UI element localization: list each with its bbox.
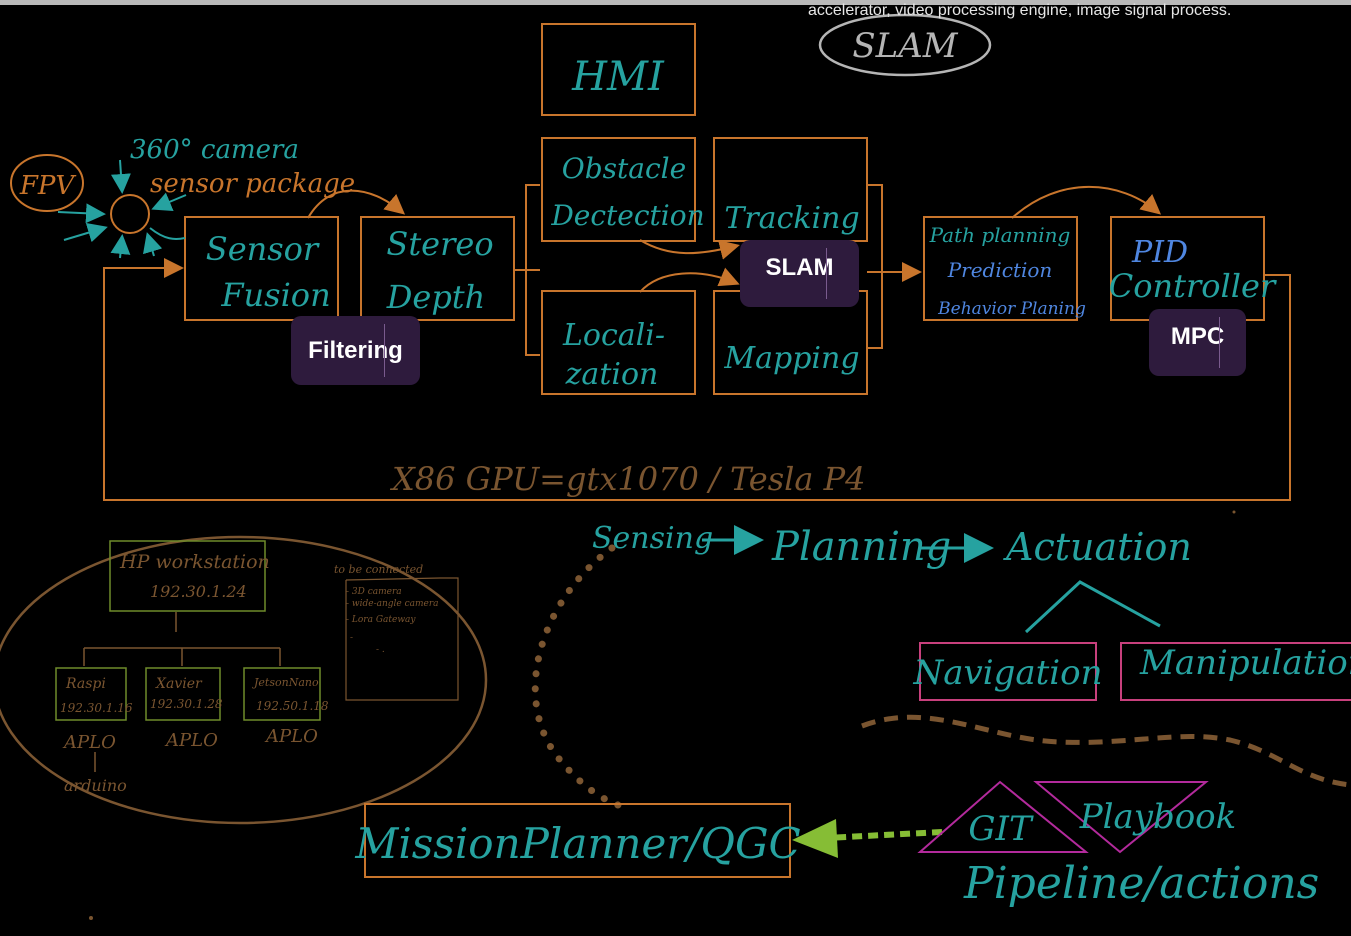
caption-text: accelerator, video processing engine, im… xyxy=(808,2,1232,19)
node-box-raspi xyxy=(55,667,127,721)
obstacle-label-1: Obstacle xyxy=(562,152,686,185)
fpv-label: FPV xyxy=(19,171,77,201)
sensor-fusion-box xyxy=(184,216,339,321)
controller-label: Controller xyxy=(1109,267,1277,305)
navigation-label: Navigation xyxy=(912,653,1102,693)
actuation-branch xyxy=(1024,580,1161,634)
dotted-arc xyxy=(531,544,622,809)
network-ellipse xyxy=(0,535,488,825)
prediction-label: Prediction xyxy=(947,258,1053,282)
path-planning-box xyxy=(923,216,1078,321)
actuation-label: Actuation xyxy=(1003,525,1192,569)
todo-item-3: - Lora Gateway xyxy=(346,615,416,625)
stereo-depth-box xyxy=(360,216,515,321)
node-ip-xavier: 192.30.1.28 xyxy=(150,697,223,711)
camera-node xyxy=(110,194,150,234)
slam-label: SLAM xyxy=(740,240,859,307)
mpc-label-text: MPC xyxy=(1170,323,1225,350)
todo-box xyxy=(345,577,459,701)
stray-dot xyxy=(89,916,93,920)
localization-box xyxy=(541,290,696,395)
pid-label: PID xyxy=(1131,235,1188,270)
hmi-box xyxy=(541,23,696,116)
network-tree xyxy=(83,612,281,772)
behavior-planning-label: Behavior Planing xyxy=(937,299,1086,319)
node-ip-raspi: 192.30.1.16 xyxy=(60,701,133,715)
hmi-label: HMI xyxy=(571,54,665,100)
manipulation-label: Manipulation xyxy=(1139,643,1351,683)
perception-bracket xyxy=(525,184,540,356)
workstation-ip: 192.30.1.24 xyxy=(150,582,247,601)
stereo-depth-label-1: Stereo xyxy=(386,225,493,263)
obstacle-label-2: Dectection xyxy=(550,199,704,232)
localization-label-2: zation xyxy=(565,357,659,392)
slam-bubble-text: SLAM xyxy=(852,26,958,66)
sensor-fusion-label-1: Sensor xyxy=(206,230,320,268)
sensor-package-note: sensor package xyxy=(150,169,355,199)
sensor-fusion-label-2: Fusion xyxy=(220,276,330,314)
slam-bracket xyxy=(867,184,883,349)
git-label: GIT xyxy=(968,809,1034,849)
todo-title: to be connected xyxy=(334,563,423,576)
todo-item-2: - wide-angle camera xyxy=(346,599,439,609)
manipulation-box xyxy=(1120,642,1351,701)
playbook-label: Playbook xyxy=(1079,797,1237,837)
node-os-jetson: APLO xyxy=(264,726,318,747)
navigation-box xyxy=(919,642,1097,701)
filtering-label-text: Filtering xyxy=(308,336,403,364)
workstation-label: HP workstation xyxy=(119,551,270,573)
node-box-xavier xyxy=(145,667,221,721)
tracking-label: Tracking xyxy=(724,201,859,236)
node-sub-raspi: arduino xyxy=(64,776,127,795)
git-to-mission-arrow xyxy=(825,829,943,841)
playbook-triangle xyxy=(1033,781,1209,854)
mission-planner-box xyxy=(364,803,791,878)
dashed-wave xyxy=(861,714,1351,788)
mpc-label: MPC xyxy=(1149,309,1246,376)
obstacle-to-tracking-arrow xyxy=(639,239,740,260)
filtering-label: Filtering xyxy=(291,316,420,385)
mission-planner-label: MissionPlanner/QGC xyxy=(354,819,800,868)
node-name-xavier: Xavier xyxy=(155,676,203,692)
node-ip-jetson: 192.50.1.18 xyxy=(256,699,329,713)
obstacle-detection-box xyxy=(541,137,696,242)
feedback-loop-line xyxy=(103,258,1291,501)
git-triangle xyxy=(917,780,1089,853)
fusion-to-stereo-arrow xyxy=(307,189,406,219)
x86-gpu-label: X86 GPU=gtx1070 / Tesla P4 xyxy=(389,460,866,498)
node-name-raspi: Raspi xyxy=(65,676,106,692)
path-planning-label: Path planning xyxy=(929,223,1071,247)
localization-label-1: Locali- xyxy=(562,318,665,353)
todo-item-5: - . xyxy=(376,645,385,655)
node-box-jetson xyxy=(243,667,321,721)
slam-label-text: SLAM xyxy=(765,254,834,281)
mapping-label: Mapping xyxy=(723,341,859,376)
planning-to-pid-arrow xyxy=(1011,185,1162,219)
node-os-xavier: APLO xyxy=(164,730,218,751)
node-name-jetson: JetsonNano xyxy=(252,676,319,689)
fpv-outline xyxy=(10,154,84,212)
camera-note: 360° camera xyxy=(130,135,299,165)
stereo-depth-label-2: Depth xyxy=(386,278,486,316)
top-border xyxy=(0,0,1351,5)
pipeline-actions-label: Pipeline/actions xyxy=(963,858,1319,909)
workstation-box xyxy=(109,540,266,612)
node-os-raspi: APLO xyxy=(62,732,116,753)
stray-dot xyxy=(1232,510,1236,514)
todo-item-4: - xyxy=(350,633,353,643)
green-arrowhead xyxy=(792,819,838,858)
slam-bubble-outline xyxy=(818,13,992,77)
localization-to-mapping-arrow xyxy=(639,267,740,293)
todo-item-1: - 3D camera xyxy=(346,587,402,597)
